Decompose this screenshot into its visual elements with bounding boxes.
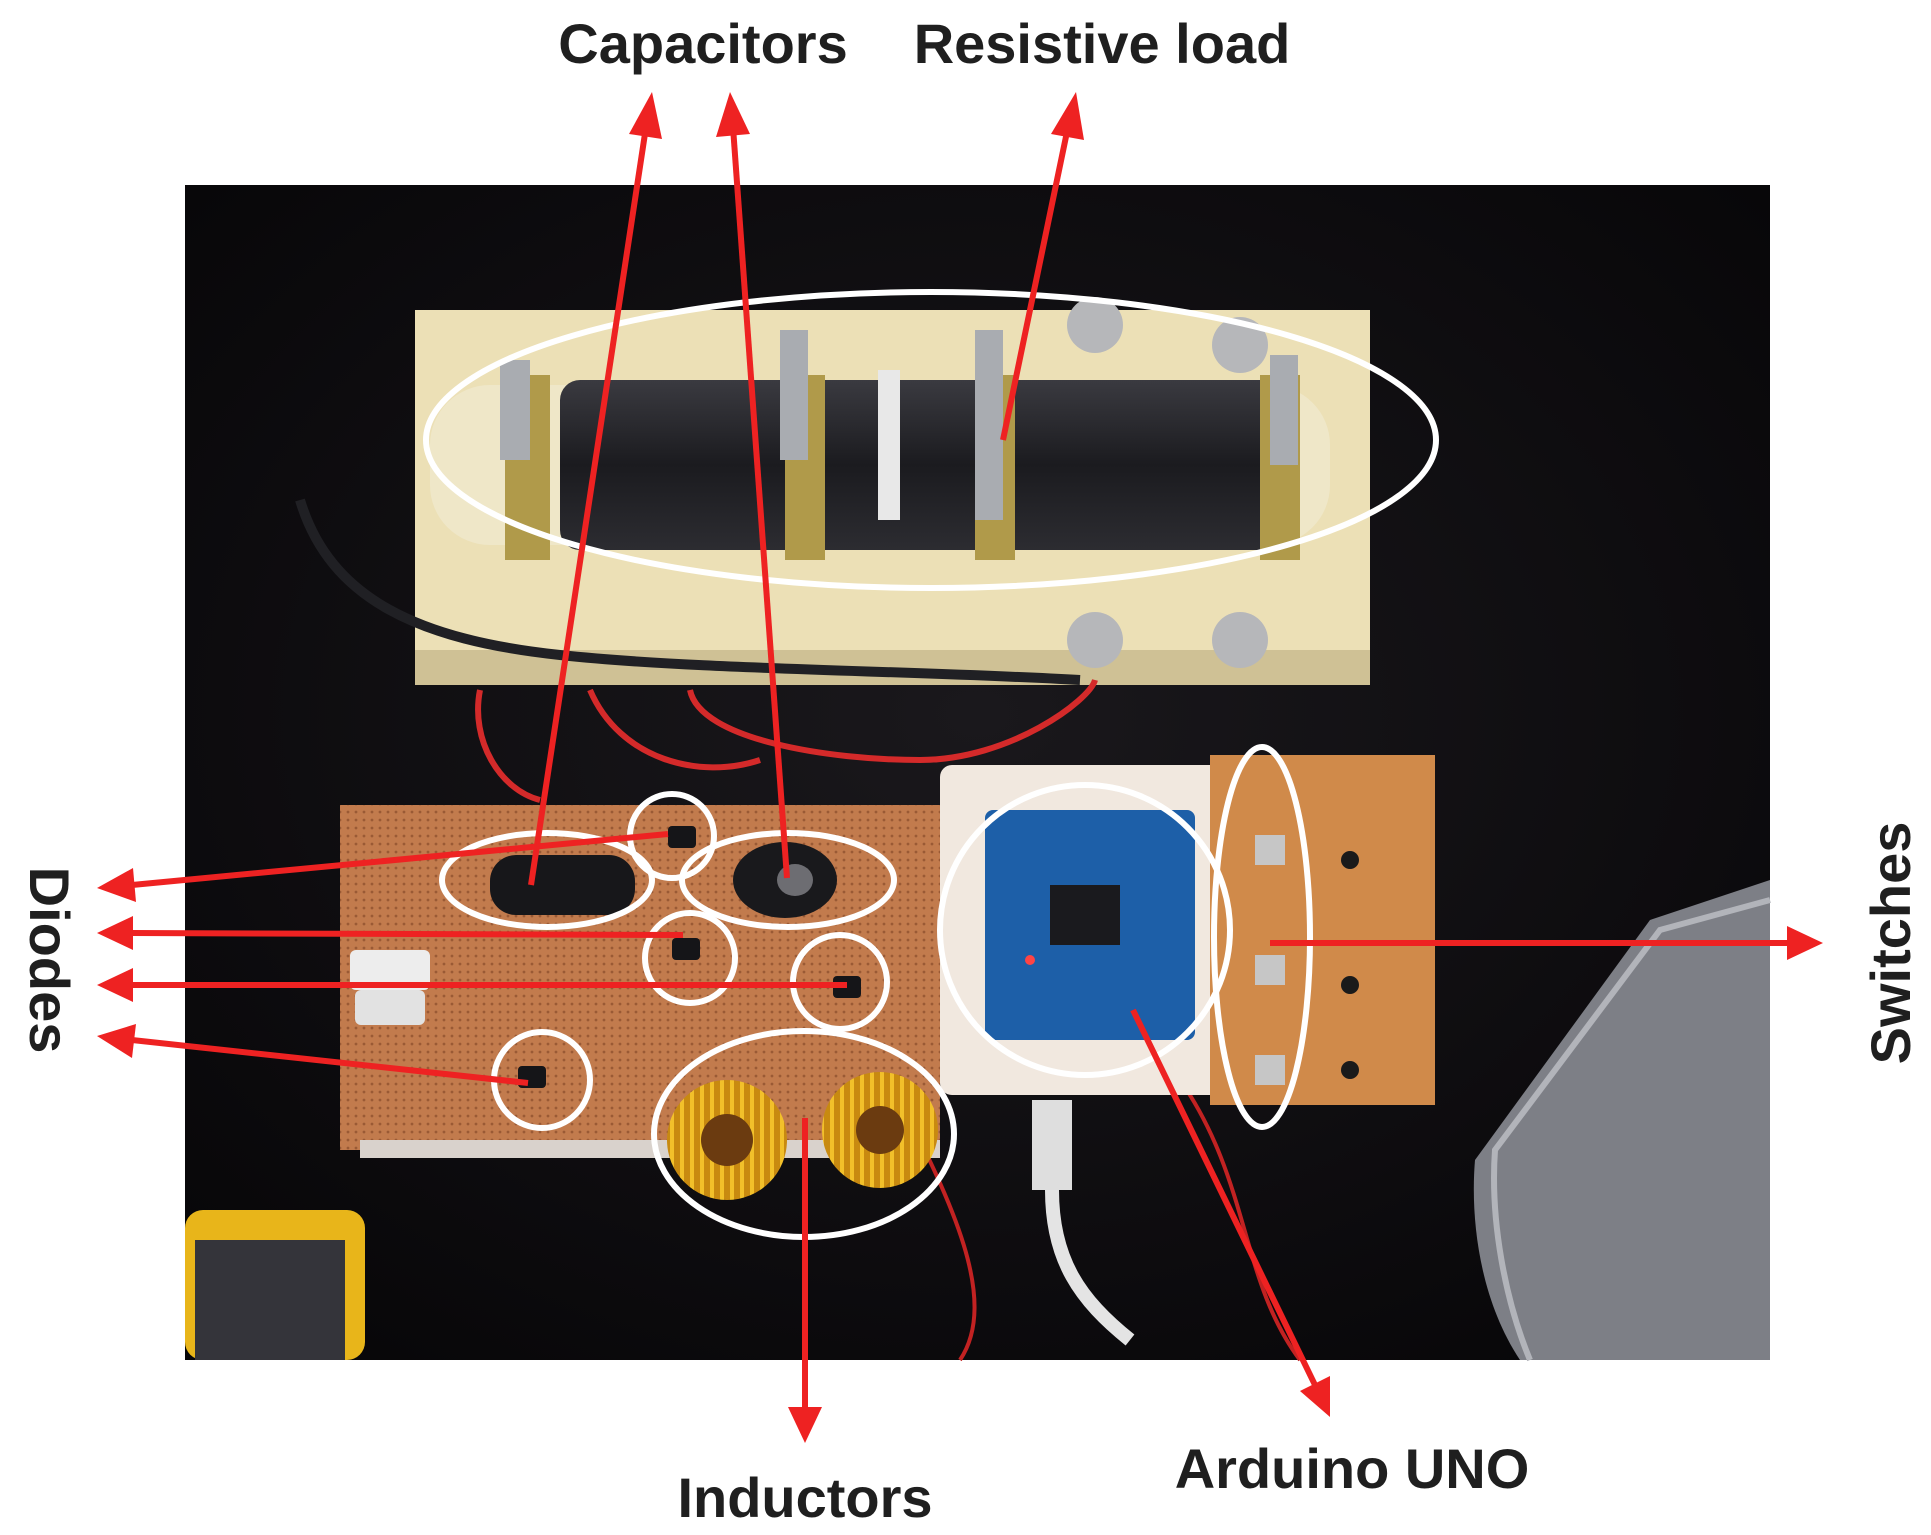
bolt-3 <box>975 330 1003 520</box>
bolt-1 <box>500 360 530 460</box>
inductor-2-core <box>856 1106 904 1154</box>
ring-capacitor-1 <box>439 830 655 930</box>
terminal-connector-2 <box>355 990 425 1025</box>
arrow-diode-4 <box>131 1037 529 1086</box>
red-wire-3 <box>687 678 1098 764</box>
arrow-capacitors-1-head <box>629 92 662 139</box>
switch-2 <box>1255 955 1285 985</box>
label-resistive-load: Resistive load <box>914 12 1291 75</box>
arrow-diode-2-head <box>97 916 133 950</box>
red-wire-2 <box>587 688 761 771</box>
bolt-2 <box>780 330 808 460</box>
annotation-arrows <box>97 92 1823 1443</box>
probe-cable <box>295 498 1081 685</box>
arrow-resistive-load-head <box>1051 92 1084 140</box>
terminal-post-2 <box>1212 317 1268 373</box>
arrow-capacitors-1 <box>528 126 649 886</box>
terminal-post-1 <box>1067 297 1123 353</box>
label-arduino: Arduino UNO <box>1175 1437 1530 1500</box>
resistor-coil <box>560 380 1280 550</box>
multimeter-panel <box>195 1240 345 1360</box>
switch-driver-3 <box>1341 1061 1359 1079</box>
arrow-diode-3-head <box>97 968 133 1002</box>
ring-diode-2 <box>642 910 738 1006</box>
arduino-chip <box>1050 885 1120 945</box>
switch-1 <box>1255 835 1285 865</box>
inductor-1-core <box>701 1114 753 1166</box>
arrow-arduino <box>1130 1008 1318 1387</box>
arrow-capacitors-2 <box>730 126 790 879</box>
arrow-diode-4-head <box>97 1024 136 1058</box>
arrow-capacitors-2-head <box>716 92 750 137</box>
arrow-inductors-head <box>788 1407 822 1443</box>
diode-2 <box>672 938 700 960</box>
annotation-labels: Capacitors Resistive load Diodes Switche… <box>18 12 1922 1529</box>
switch-driver-2 <box>1341 976 1359 994</box>
lab-setup-photo <box>185 185 1771 1362</box>
bolt-4 <box>1270 355 1298 465</box>
ring-capacitor-2 <box>679 830 897 930</box>
arduino-led <box>1025 955 1035 965</box>
arrow-resistive-load <box>1000 126 1071 441</box>
capacitor-1 <box>490 855 635 915</box>
diode-1 <box>668 826 696 848</box>
capacitor-2-top <box>777 864 813 896</box>
label-inductors: Inductors <box>677 1466 932 1529</box>
main-perfboard-edge <box>360 1140 940 1158</box>
arrow-diode-1-head <box>97 868 136 902</box>
label-diodes: Diodes <box>18 867 81 1054</box>
red-wire-1 <box>475 689 541 803</box>
laptop-edge <box>1491 897 1771 1362</box>
ring-resistive-load <box>423 289 1439 591</box>
cable-tag <box>878 370 900 520</box>
ring-arduino <box>937 782 1233 1078</box>
terminal-post-3 <box>1067 612 1123 668</box>
arrow-switches-head <box>1787 926 1823 960</box>
switch-3 <box>1255 1055 1285 1085</box>
ring-switches <box>1211 744 1313 1130</box>
laptop <box>1473 880 1770 1360</box>
usb-cable <box>1045 1189 1135 1346</box>
switch-board <box>1210 755 1435 1105</box>
switch-driver-1 <box>1341 851 1359 869</box>
arrow-diode-2 <box>131 930 684 938</box>
terminal-connector-1 <box>350 950 430 990</box>
usb-plug <box>1032 1100 1072 1190</box>
arrow-arduino-head <box>1300 1376 1330 1417</box>
label-switches: Switches <box>1859 822 1922 1065</box>
terminal-post-4 <box>1212 612 1268 668</box>
arrow-diode-1 <box>131 831 669 888</box>
red-wire-5 <box>1178 1078 1302 1362</box>
label-capacitors: Capacitors <box>558 12 847 75</box>
